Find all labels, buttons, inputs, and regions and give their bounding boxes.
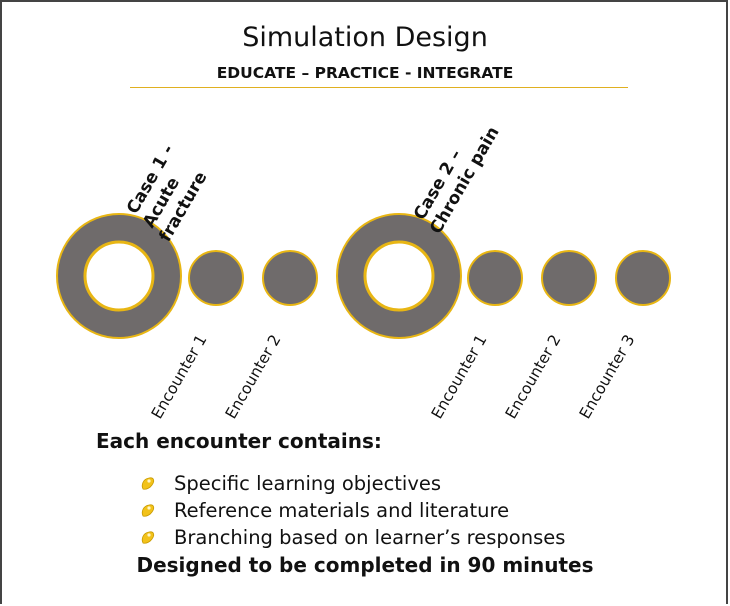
case-2-encounter-2-node	[541, 250, 597, 306]
list-item: Branching based on learner’s responses	[140, 524, 565, 551]
case-2-label: Case 2 – Chronic pain	[408, 113, 504, 238]
case-1-encounter-2-label: Encounter 2	[222, 332, 285, 422]
yellow-blob-bullet-icon	[141, 531, 155, 544]
bullet-text: Reference materials and literature	[174, 499, 510, 522]
page-title: Simulation Design	[242, 22, 488, 53]
simulation-flow-diagram: Case 1 - Acute fracture Case 2 – Chronic…	[56, 113, 671, 422]
page-subtitle: EDUCATE – PRACTICE - INTEGRATE	[216, 64, 514, 82]
yellow-blob-bullet-icon	[141, 504, 155, 517]
case-1-encounter-1-node	[188, 250, 244, 306]
list-item: Specific learning objectives	[140, 470, 565, 497]
duration-note: Designed to be completed in 90 minutes	[136, 553, 594, 577]
bullet-text: Specific learning objectives	[174, 472, 442, 495]
case-1-ring	[56, 213, 182, 339]
title-divider	[130, 87, 628, 88]
encounter-contents-heading: Each encounter contains:	[96, 429, 382, 453]
encounter-contents-list: Specific learning objectives Reference m…	[140, 470, 565, 551]
case-1-encounter-2-node	[262, 250, 318, 306]
case-2-encounter-2-label: Encounter 2	[502, 332, 565, 422]
case-2-encounter-3-label: Encounter 3	[576, 332, 639, 422]
yellow-blob-bullet-icon	[141, 477, 155, 490]
case-1-encounter-1-label: Encounter 1	[148, 332, 211, 422]
case-2-ring	[336, 213, 462, 339]
list-item: Reference materials and literature	[140, 497, 565, 524]
bullet-text: Branching based on learner’s responses	[174, 526, 566, 549]
case-2-encounter-1-label: Encounter 1	[428, 332, 491, 422]
case-2-encounter-1-node	[467, 250, 523, 306]
case-2-encounter-3-node	[615, 250, 671, 306]
